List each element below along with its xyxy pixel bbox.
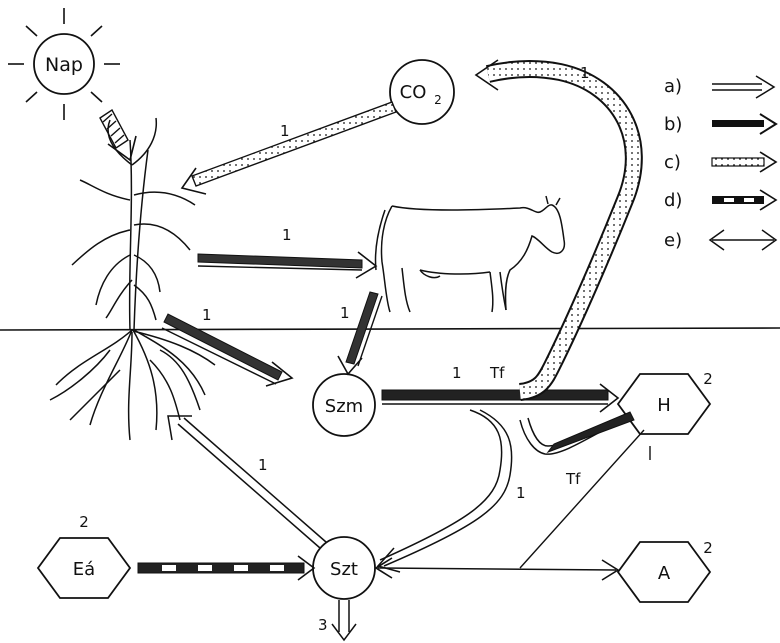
co2-node: CO 2 bbox=[390, 60, 454, 124]
svg-text:CO: CO bbox=[400, 82, 427, 103]
ea-superscript: 2 bbox=[79, 513, 89, 531]
co2-subscript: 2 bbox=[434, 93, 442, 107]
h-label: H bbox=[657, 395, 671, 416]
plant-to-szm-arrow bbox=[162, 314, 292, 386]
szm-label: Szm bbox=[325, 396, 363, 417]
loop-to-co2-arrow bbox=[476, 60, 634, 392]
a-superscript: 2 bbox=[703, 539, 713, 557]
legend: a) b) c) d) e) bbox=[664, 76, 776, 251]
szm-to-h-tf-label: Tf bbox=[489, 364, 505, 382]
legend-key-b: b) bbox=[664, 114, 682, 135]
sun-node: Nap bbox=[8, 8, 120, 120]
loop-to-co2-label: 1 bbox=[580, 64, 590, 82]
plant-to-cow-arrow bbox=[198, 252, 376, 278]
szm-node: Szm bbox=[313, 374, 375, 436]
h-superscript: 2 bbox=[703, 370, 713, 388]
cow-illustration bbox=[375, 196, 564, 312]
ground-line bbox=[0, 328, 780, 330]
legend-key-d: d) bbox=[664, 190, 682, 211]
co2-label: CO bbox=[400, 82, 427, 103]
szt-a-double-arrow bbox=[376, 558, 618, 580]
legend-swatch-c bbox=[712, 152, 776, 172]
ea-node: Eá 2 bbox=[38, 513, 130, 598]
legend-key-a: a) bbox=[664, 76, 682, 97]
h-to-szt-label: 1 bbox=[516, 484, 526, 502]
szt-down-arrow bbox=[332, 600, 356, 640]
ea-to-szt-arrow bbox=[138, 556, 314, 580]
ea-label: Eá bbox=[73, 559, 95, 580]
a-label: A bbox=[658, 563, 671, 584]
szm-to-h-label: 1 bbox=[452, 364, 462, 382]
h-node: H 2 bbox=[618, 370, 713, 434]
co2-to-plant-arrow bbox=[182, 102, 396, 194]
legend-key-e: e) bbox=[664, 230, 682, 251]
szt-to-plant-arrow bbox=[168, 416, 326, 548]
sun-label: Nap bbox=[45, 54, 83, 76]
plant-to-cow-label: 1 bbox=[282, 226, 292, 244]
h-to-szt-tf-label: Tf bbox=[565, 470, 581, 488]
legend-swatch-b bbox=[712, 114, 776, 134]
plant-to-szm-label: 1 bbox=[202, 306, 212, 324]
plant-illustration bbox=[50, 118, 215, 440]
co2-to-plant-label: 1 bbox=[280, 122, 290, 140]
legend-key-c: c) bbox=[664, 152, 681, 173]
legend-swatch-d bbox=[712, 190, 776, 210]
h-to-szt-black-segment bbox=[548, 412, 634, 452]
cow-to-szm-label: 1 bbox=[340, 304, 350, 322]
szt-node: Szt bbox=[313, 537, 375, 599]
legend-swatch-e bbox=[710, 230, 776, 250]
szt-to-plant-label: 1 bbox=[258, 456, 268, 474]
a-node: A 2 bbox=[618, 539, 713, 602]
szt-down-label: 3 bbox=[318, 616, 328, 634]
legend-swatch-a bbox=[712, 76, 774, 98]
szt-label: Szt bbox=[330, 559, 358, 580]
szm-to-h-arrow bbox=[382, 384, 618, 412]
